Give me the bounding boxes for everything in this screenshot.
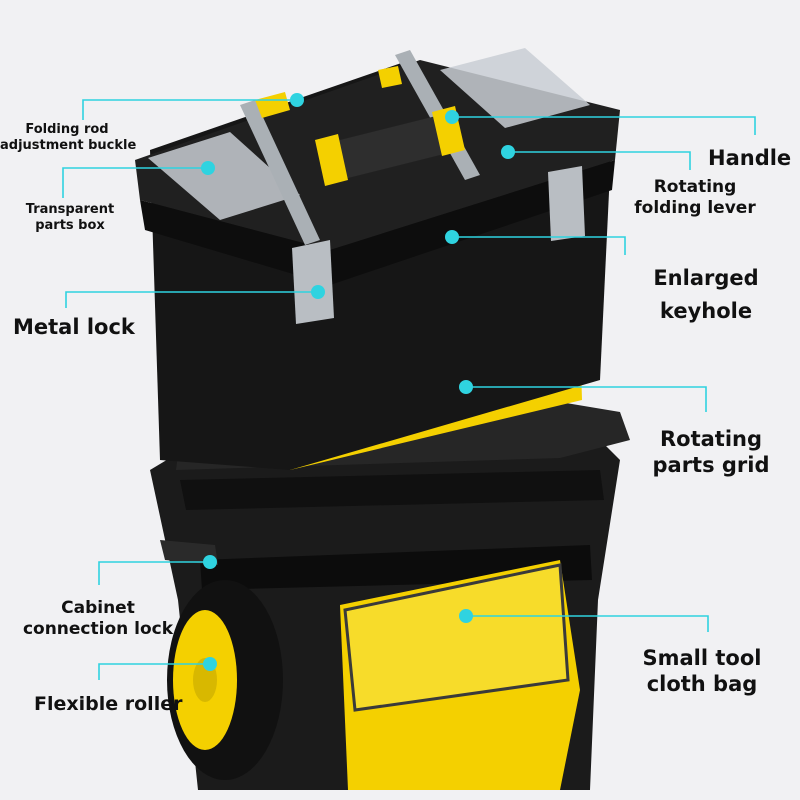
label-handle: Handle — [708, 146, 792, 170]
callout-lines — [62, 99, 756, 680]
label-metal-lock: Metal lock — [13, 315, 135, 339]
label-folding-rod-line2: adjustment buckle — [0, 138, 137, 154]
label-transparent-box-line1: Transparent — [25, 202, 115, 217]
label-cabinet-lock-line2: connection lock — [22, 619, 174, 640]
dot-keyhole — [445, 230, 459, 244]
label-cabinet-lock-line1: Cabinet — [61, 598, 135, 618]
label-transparent-box: Transparent parts box — [14, 202, 126, 235]
dot-metal-lock — [311, 285, 325, 299]
callout-line-parts-grid — [466, 386, 707, 412]
callout-line-cabinet-lock — [98, 561, 210, 585]
label-keyhole-line1: Enlarged — [653, 266, 759, 290]
metal-lock-left — [292, 240, 334, 324]
label-rotating-lever-line1: Rotating — [653, 177, 737, 197]
cabinet-connection-lock — [160, 540, 218, 565]
handle — [320, 115, 460, 180]
handle-buckle-left — [315, 134, 348, 186]
label-folding-rod-line1: Folding rod — [25, 122, 109, 137]
label-keyhole: Enlarged keyhole — [638, 262, 774, 327]
callout-line-rotating-lever — [508, 151, 691, 170]
callout-line-keyhole — [452, 236, 626, 255]
label-cloth-bag-line1: Small tool — [642, 646, 762, 670]
callout-line-handle — [452, 116, 756, 135]
folding-rod-buckle — [255, 92, 290, 118]
roller-wheel — [167, 580, 283, 780]
transparent-parts-box-left — [148, 132, 300, 220]
label-roller: Flexible roller — [34, 693, 183, 715]
label-cloth-bag-line2: cloth bag — [646, 672, 758, 697]
label-parts-grid-line1: Rotating — [659, 427, 763, 451]
label-cabinet-lock: Cabinet connection lock — [18, 598, 178, 641]
metal-lock-right — [548, 166, 585, 241]
top-buckle — [378, 66, 402, 88]
dot-transparent-box — [201, 161, 215, 175]
label-cloth-bag: Small tool cloth bag — [636, 645, 768, 698]
label-keyhole-line2: keyhole — [659, 298, 753, 323]
label-folding-rod: Folding rod adjustment buckle — [0, 122, 137, 155]
callout-line-roller — [98, 663, 210, 680]
label-rotating-lever: Rotating folding lever — [622, 177, 768, 220]
label-transparent-box-line2: parts box — [35, 218, 105, 234]
label-parts-grid: Rotating parts grid — [646, 426, 776, 479]
callout-line-metal-lock — [65, 291, 318, 308]
callout-line-transparent-box — [62, 167, 208, 198]
callout-line-cloth-bag — [466, 615, 709, 632]
dot-cabinet-lock — [203, 555, 217, 569]
label-parts-grid-line2: parts grid — [652, 453, 770, 478]
dot-cloth-bag — [459, 609, 473, 623]
dot-rotating-lever — [501, 145, 515, 159]
dot-roller — [203, 657, 217, 671]
transparent-parts-box-right — [440, 48, 590, 128]
callout-line-folding-rod — [82, 99, 297, 120]
callout-dots — [201, 93, 515, 671]
cloth-bag — [340, 560, 580, 790]
dot-folding-rod — [290, 93, 304, 107]
dot-parts-grid — [459, 380, 473, 394]
label-rotating-lever-line2: folding lever — [634, 198, 756, 219]
dot-handle — [445, 110, 459, 124]
